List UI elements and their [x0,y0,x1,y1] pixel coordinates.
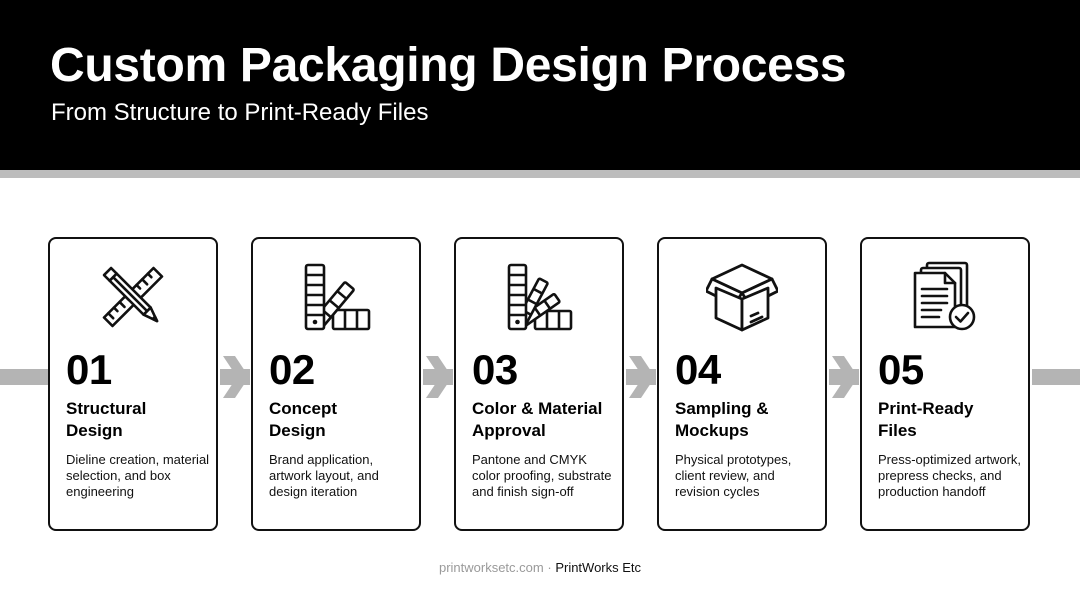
footer-url: printworksetc.com [438,560,544,575]
step-title: Sampling & Mockups [675,399,769,440]
chevron-right-icon [426,356,452,398]
ruler-pencil-icon [102,266,164,328]
step-description: Dieline creation, material selection, an… [66,452,210,499]
step-card-concept-design: 02 Concept Design Brand application, art… [251,237,421,531]
open-box-icon [706,263,778,332]
step-title: Concept Design [269,399,337,440]
step-number: 04 [675,346,721,393]
step-card-structural-design: 01 Structural Design Dieline creation, m… [48,237,218,531]
step-number: 01 [66,346,112,393]
chevron-right-icon [832,356,858,398]
page-title: Custom Packaging Design Process [50,39,847,92]
flow-line-segment [1032,369,1080,385]
step-description: Press-optimized artwork, prepress checks… [878,452,1022,499]
page-subtitle: From Structure to Print-Ready Files [51,99,429,126]
footer-brand: PrintWorks Etc [555,560,642,575]
color-fan-icon [507,263,573,331]
flow-line-segment [0,369,48,385]
step-number: 02 [269,346,315,393]
step-title: Structural Design [66,399,147,440]
step-number: 05 [878,346,924,393]
step-description: Brand application, artwork layout, and d… [269,452,379,499]
footer-separator: · [547,560,552,575]
header-divider [0,170,1080,178]
chevron-right-icon [629,356,655,398]
step-card-sampling-mockups: 04 Sampling & Mockups Physical prototype… [657,237,827,531]
step-number: 03 [472,346,518,393]
color-swatch-icon [304,263,371,331]
step-card-print-ready-files: 05 Print-Ready Files Press-optimized art… [860,237,1030,531]
step-title: Color & Material Approval [472,399,603,440]
document-check-icon [913,261,976,331]
chevron-right-icon [223,356,249,398]
step-title: Print-Ready Files [878,399,974,440]
header-banner: Custom Packaging Design Process From Str… [0,0,1080,170]
step-description: Pantone and CMYK color proofing, substra… [472,452,612,499]
step-description: Physical prototypes, client review, and … [675,452,792,499]
footer-credit: printworksetc.com · PrintWorks Etc [0,560,1080,575]
step-card-color-material-approval: 03 Color & Material Approval Pantone and… [454,237,624,531]
